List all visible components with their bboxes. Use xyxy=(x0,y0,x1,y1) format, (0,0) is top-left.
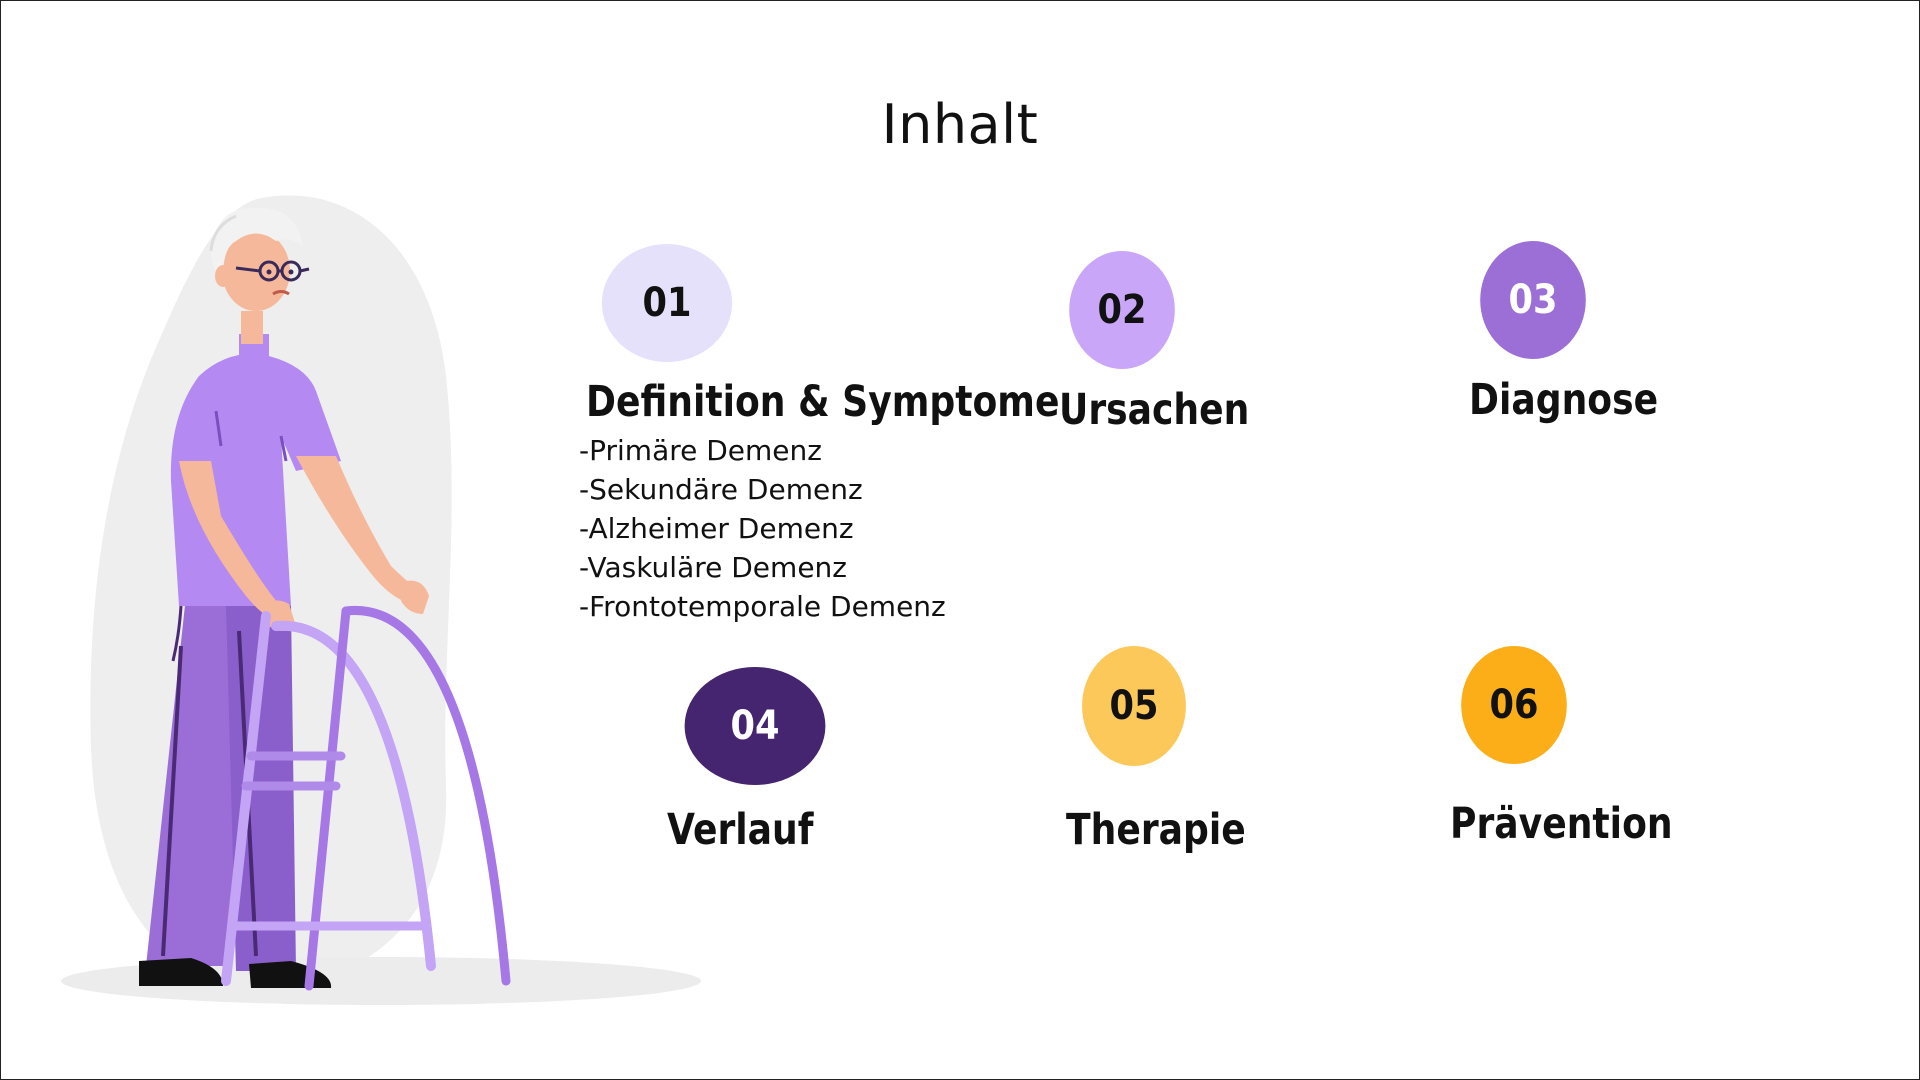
number-badge-04: 04 xyxy=(684,667,826,785)
subitem-primaere-demenz: -Primäre Demenz xyxy=(579,434,822,467)
agenda-label-ursachen: Ursachen xyxy=(1059,385,1250,435)
number-badge-02: 02 xyxy=(1069,251,1175,369)
number-badge-06: 06 xyxy=(1461,646,1567,764)
definition-subitems-list: -Primäre Demenz -Sekundäre Demenz -Alzhe… xyxy=(579,431,946,626)
number-badge-05: 05 xyxy=(1082,646,1186,766)
slide-title: Inhalt xyxy=(881,93,1039,156)
agenda-label-definition-symptome: Definition & Symptome xyxy=(586,377,1060,427)
floor-shadow-shape xyxy=(61,957,701,1005)
subitem-vaskulaere-demenz: -Vaskuläre Demenz xyxy=(579,551,847,584)
subitem-alzheimer-demenz: -Alzheimer Demenz xyxy=(579,512,854,545)
agenda-label-diagnose: Diagnose xyxy=(1469,375,1659,425)
subitem-frontotemporale-demenz: -Frontotemporale Demenz xyxy=(579,590,946,623)
agenda-label-praevention: Prävention xyxy=(1450,799,1673,849)
number-badge-03: 03 xyxy=(1480,241,1586,359)
subitem-sekundaere-demenz: -Sekundäre Demenz xyxy=(579,473,863,506)
agenda-label-therapie: Therapie xyxy=(1066,805,1246,855)
agenda-label-verlauf: Verlauf xyxy=(667,805,814,855)
elderly-person-with-walker-icon xyxy=(61,195,701,1005)
number-badge-01: 01 xyxy=(601,244,733,362)
